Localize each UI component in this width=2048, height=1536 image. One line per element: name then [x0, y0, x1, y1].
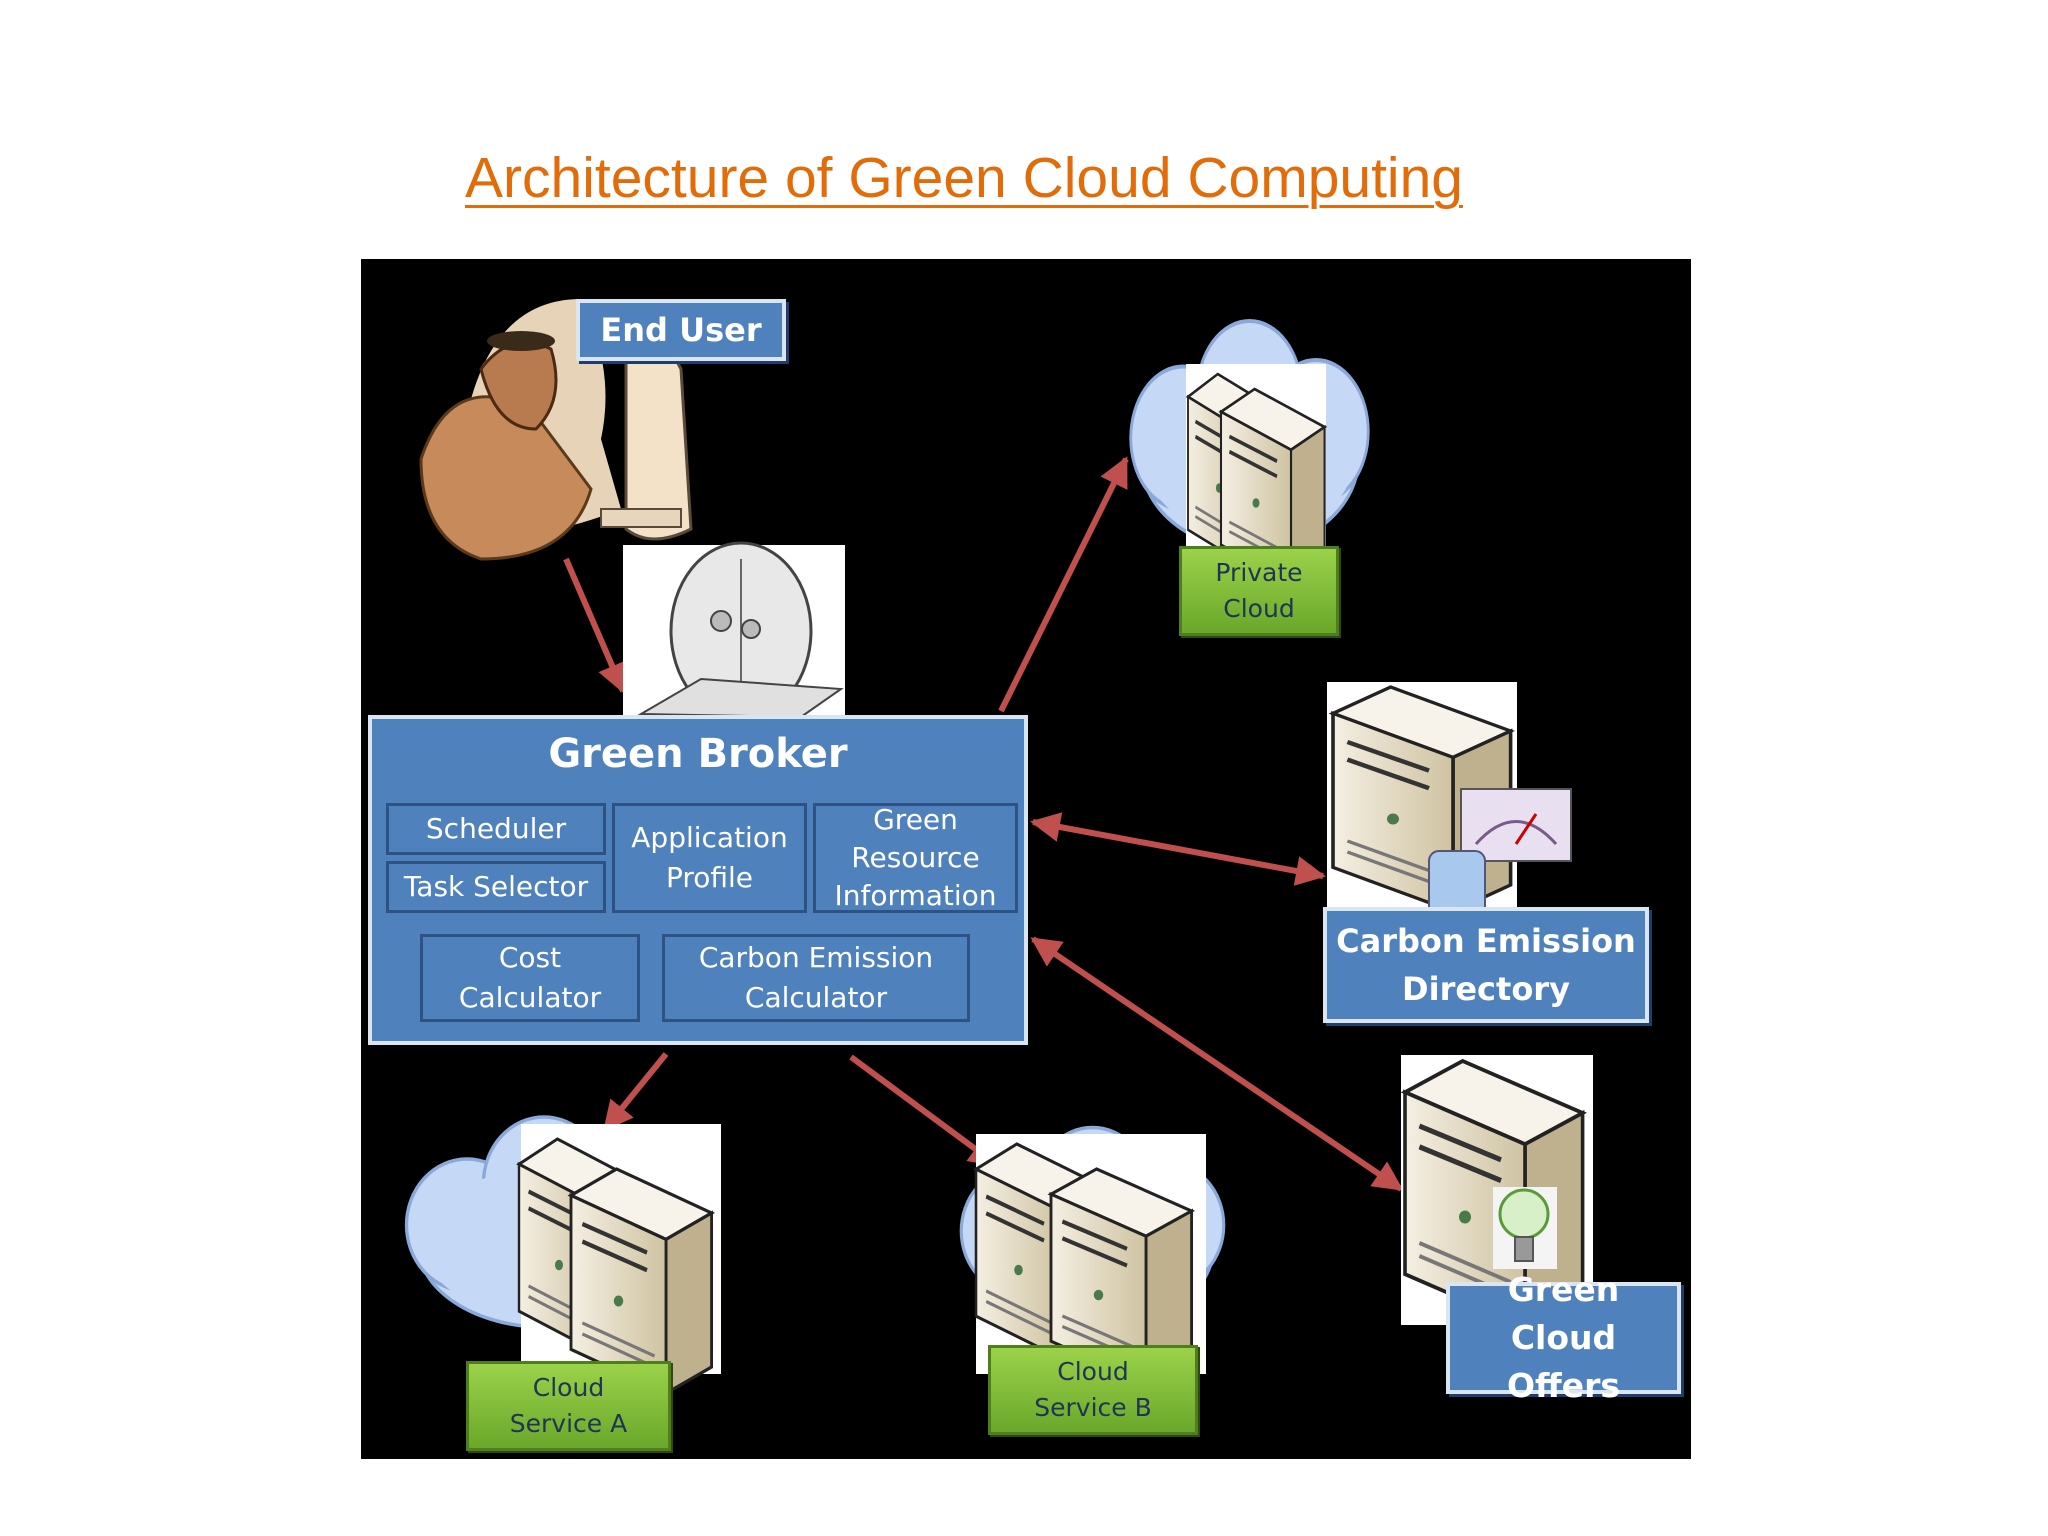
arrow-broker-to-service-a	[602, 1052, 669, 1132]
arrow-broker-to-service-b	[849, 1054, 1000, 1168]
private-cloud-label: Private Cloud	[1179, 546, 1339, 636]
arrow-broker-to-private-cloud	[998, 456, 1129, 713]
green-broker-title: Green Broker	[548, 731, 848, 777]
cost-calculator-box: Cost Calculator	[420, 934, 640, 1022]
cloud-service-b-icon	[959, 1125, 1226, 1384]
cloud-service-a-icon	[404, 1115, 721, 1393]
slide-title: Architecture of Green Cloud Computing	[465, 146, 1464, 210]
cloud-service-b-label: Cloud Service B	[988, 1345, 1198, 1435]
arrow-broker-green-offers	[1030, 936, 1404, 1192]
application-profile-box: Application Profile	[612, 803, 807, 913]
green-broker-panel: Green Broker Scheduler Task Selector App…	[368, 715, 1028, 1045]
green-cloud-offers-label: Green Cloud Offers	[1446, 1270, 1681, 1405]
arrow-broker-carbon-directory	[1030, 812, 1326, 886]
arrow-user-to-broker	[563, 557, 627, 694]
diagram-graphics	[404, 299, 1593, 1459]
green-offers-server-icon	[1401, 1055, 1593, 1326]
green-resource-information-box: Green Resource Information	[813, 803, 1018, 913]
scheduler-box: Scheduler	[386, 803, 606, 855]
carbon-directory-server-icon	[1327, 682, 1572, 918]
satellite-dish-icon	[623, 541, 845, 721]
task-selector-box: Task Selector	[386, 861, 606, 913]
private-cloud-icon	[1128, 319, 1371, 585]
carbon-emission-directory-label: Carbon Emission Directory	[1323, 907, 1649, 1023]
carbon-emission-calculator-box: Carbon Emission Calculator	[662, 934, 970, 1022]
cloud-service-a-label: Cloud Service A	[466, 1361, 671, 1451]
end-user-label: End User	[576, 299, 786, 361]
diagram: End User Private Cloud Green Broker Sche…	[361, 259, 1691, 1459]
